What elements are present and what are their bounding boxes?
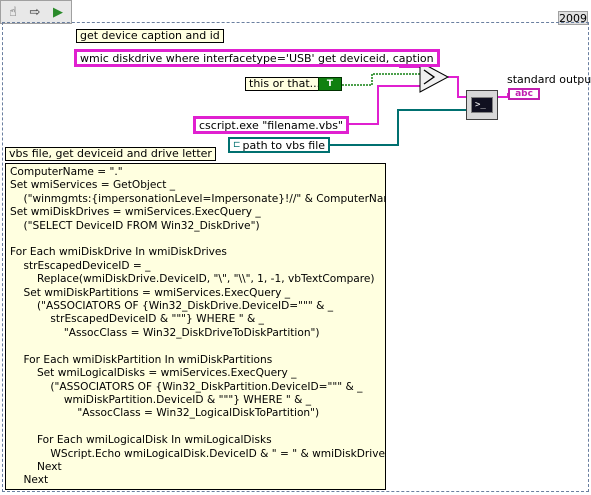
select-node[interactable]: [419, 61, 450, 93]
arrow-icon[interactable]: ⇨: [29, 5, 41, 20]
bool-constant[interactable]: T: [318, 77, 342, 91]
label-this-or-that: this or that...: [245, 77, 325, 91]
path-to-vbs-label: path to vbs file: [242, 138, 326, 152]
wire-select-out: [448, 76, 466, 98]
terminal-icon: >_: [471, 97, 493, 113]
bool-value: T: [326, 79, 334, 89]
wmic-command-constant[interactable]: wmic diskdrive where interfacetype='USB'…: [74, 49, 440, 67]
wire-bool: [342, 73, 420, 86]
standard-output-indicator[interactable]: abc: [508, 88, 540, 100]
version-label: 2009: [558, 11, 588, 25]
run-icon[interactable]: ▶: [53, 5, 63, 20]
cscript-command-constant[interactable]: cscript.exe "filename.vbs": [193, 116, 349, 134]
diagram-frame: [2, 22, 589, 492]
path-icon: ⊏: [233, 140, 241, 150]
label-device-caption: get device caption and id: [76, 29, 224, 43]
indicator-type: abc: [515, 89, 533, 99]
system-exec-node[interactable]: >_: [466, 90, 498, 120]
wire-cscript: [330, 85, 420, 125]
hand-icon[interactable]: ☝: [9, 5, 17, 20]
wire-path: [314, 109, 466, 146]
label-vbs-file: vbs file, get deviceid and drive letter: [5, 147, 216, 161]
vbs-code-block: ComputerName = "." Set wmiServices = Get…: [5, 163, 386, 490]
toolbar: ☝ ⇨ ▶: [0, 0, 72, 24]
path-to-vbs-constant[interactable]: ⊏ path to vbs file: [228, 137, 331, 153]
label-standard-output: standard output: [507, 73, 591, 86]
